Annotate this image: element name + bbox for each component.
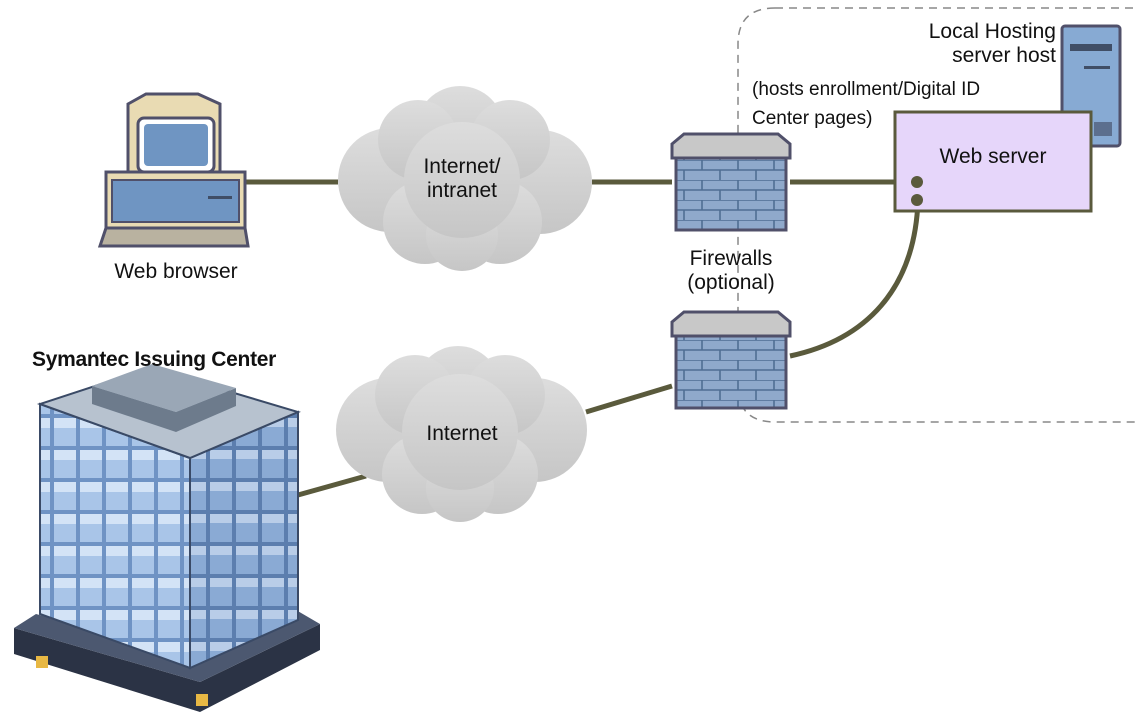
web-server-box: [893, 110, 1093, 213]
firewalls-label: Firewalls (optional): [656, 247, 806, 294]
internet-intranet-line2: intranet: [426, 178, 498, 202]
firewall2-to-webserver-link: [789, 199, 921, 359]
office-building-icon: [14, 364, 320, 712]
port-dot-top: [911, 176, 923, 188]
hosts-note-label: (hosts enrollment/Digital ID Center page…: [752, 76, 980, 133]
local-hosting-region: [737, 7, 1135, 423]
local-hosting-line1: Local Hosting: [928, 20, 1056, 43]
firewalls-line1: Firewalls: [689, 247, 773, 270]
building-to-cloud-link: [297, 473, 367, 498]
firewall-icon: [670, 132, 792, 232]
hosts-note-line2: Center pages): [752, 107, 873, 129]
cloud-to-firewall2-link: [585, 383, 673, 415]
cloud-icon: [338, 86, 592, 271]
internet-label: Internet: [426, 422, 498, 445]
local-hosting-line2: server host: [952, 43, 1056, 67]
computer-icon: [97, 92, 250, 248]
hosts-note-line1: (hosts enrollment/Digital ID: [752, 79, 981, 100]
connections: [238, 179, 921, 498]
internet-intranet-line1: Internet/: [423, 155, 501, 178]
firewalls-line2: (optional): [687, 270, 775, 294]
web-browser-label: Web browser: [114, 260, 238, 283]
internet-intranet-label: Internet/ intranet: [392, 155, 532, 202]
issuing-center-label: Symantec Issuing Center: [32, 348, 277, 371]
cloud-icon: [336, 346, 587, 522]
web-server-label: Web server: [939, 145, 1047, 168]
port-dot-bottom: [911, 194, 923, 206]
local-hosting-label: Local Hosting server host: [880, 20, 1056, 67]
firewall-icon: [670, 310, 792, 410]
